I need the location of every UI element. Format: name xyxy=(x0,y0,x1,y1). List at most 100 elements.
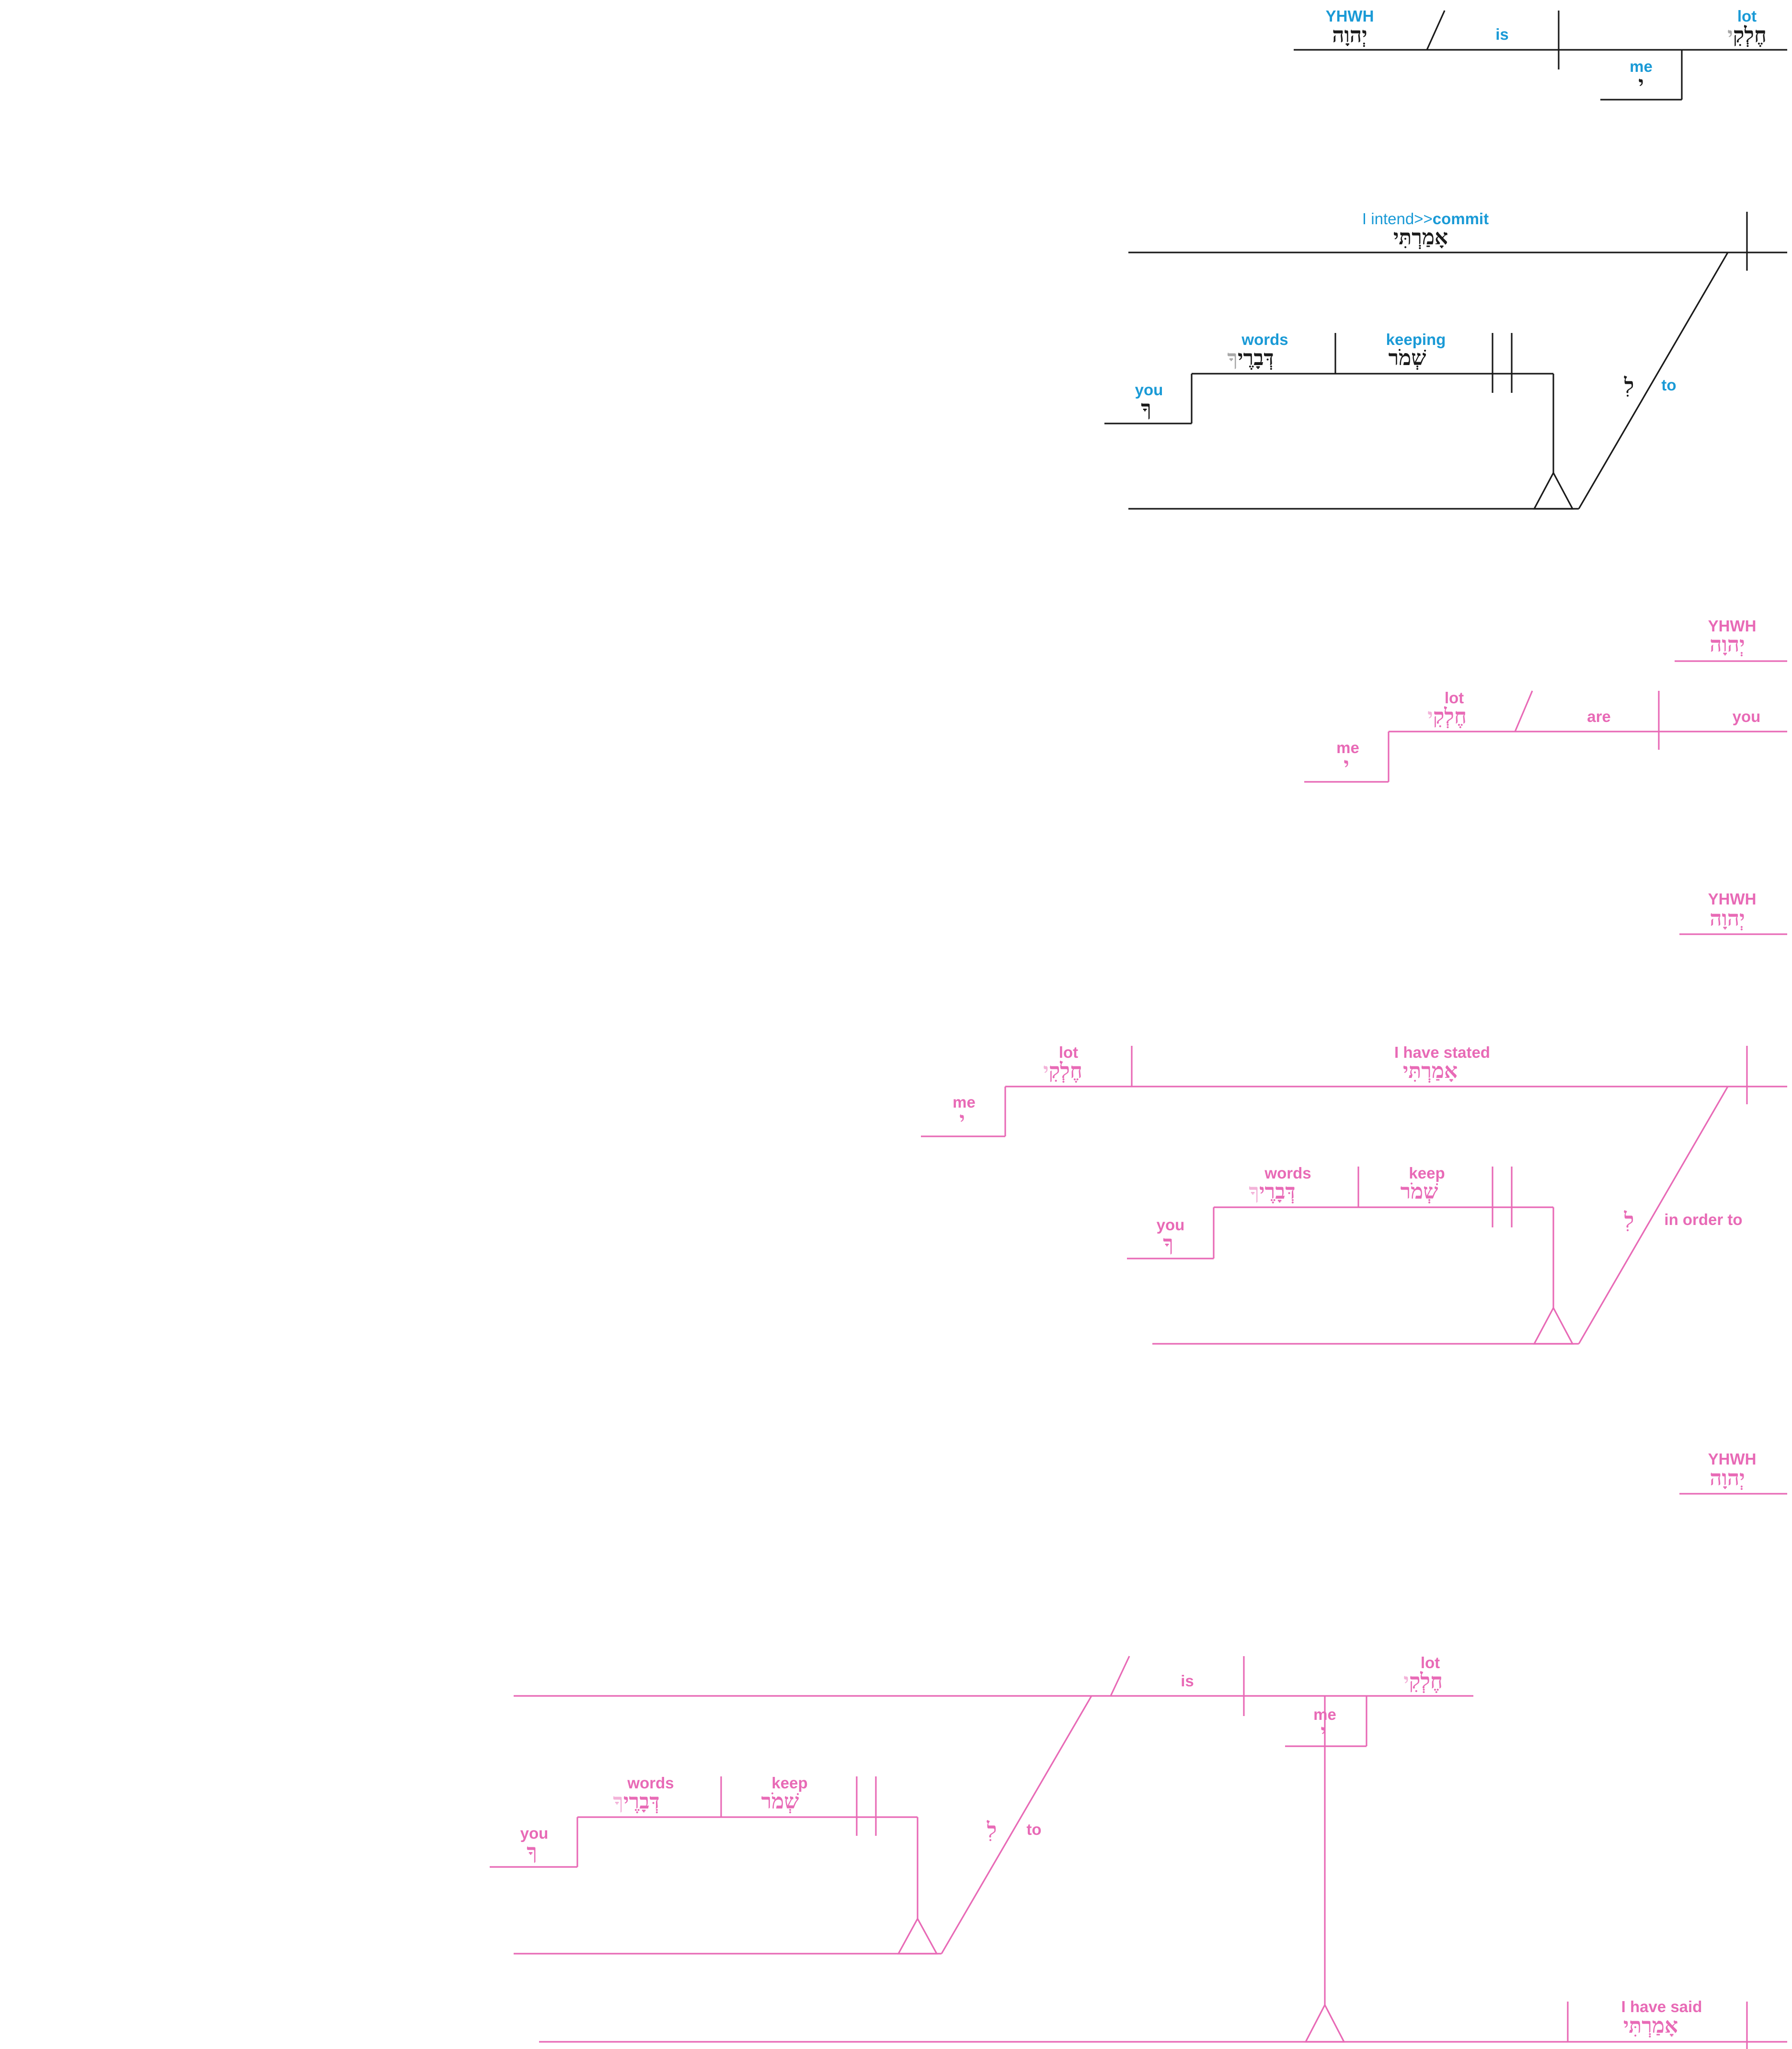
diagram-lines xyxy=(921,933,1787,1345)
hebrew-stem: דְּבָרֶי xyxy=(623,1789,660,1814)
gloss: to xyxy=(1661,376,1676,394)
word-you: you xyxy=(1733,708,1761,725)
word-me: me י xyxy=(953,1093,976,1132)
hebrew: שְׁמֹר xyxy=(761,1789,799,1814)
hebrew-suffix: י xyxy=(1043,1059,1049,1083)
diagram-lines xyxy=(1104,212,1787,510)
hebrew: ךָ xyxy=(1163,1231,1173,1256)
hebrew: י xyxy=(1638,72,1644,96)
hebrew: י xyxy=(1344,753,1349,778)
word-lot: lot חֶלְקִי xyxy=(1427,689,1467,729)
hebrew: אָמַרְתִּי xyxy=(1623,2014,1678,2038)
hebrew-suffix: י xyxy=(1403,1669,1409,1694)
gloss: is xyxy=(1181,1672,1194,1690)
word-me: me י xyxy=(1313,1706,1336,1744)
hebrew-stem: חֶלְקִ xyxy=(1433,704,1467,729)
hebrew: אָמַרְתִּי xyxy=(1403,1059,1458,1083)
word-keeping: keeping שְׁמֹר xyxy=(1386,331,1446,370)
hebrew-suffix: ךָ xyxy=(1249,1179,1259,1204)
svg-text:חֶלְקִי: חֶלְקִי xyxy=(1403,1669,1443,1694)
gloss: commit xyxy=(1433,210,1489,228)
gloss: keep xyxy=(771,1774,807,1792)
gloss: me xyxy=(953,1093,976,1111)
diagram-2: I intend>>commit אָמַרְתִּי words דְּבָר… xyxy=(1104,210,1787,510)
hebrew-suffix: ךָ xyxy=(613,1789,623,1814)
hebrew: י xyxy=(959,1108,965,1132)
svg-text:דְּבָרֶיךָ: דְּבָרֶיךָ xyxy=(1227,346,1274,370)
word-yhwh: YHWH יְהוָה xyxy=(1326,7,1374,47)
gloss: keeping xyxy=(1386,331,1446,348)
word-is: is xyxy=(1181,1672,1194,1690)
gloss: lot xyxy=(1059,1043,1078,1061)
svg-text:I intend>>commit: I intend>>commit xyxy=(1362,210,1489,228)
hebrew-stem: חֶלְקִ xyxy=(1049,1059,1082,1083)
hebrew: שְׁמֹר xyxy=(1401,1179,1438,1204)
hebrew: לִ xyxy=(1624,1208,1634,1233)
word-lot: lot חֶלְקִי xyxy=(1727,7,1767,47)
diagram-3: YHWH יְהוָה lot חֶלְקִי are you me י xyxy=(1304,617,1787,783)
gloss: me xyxy=(1336,739,1359,756)
hebrew: לִ xyxy=(1624,374,1634,398)
hebrew-stem: חֶלְקִ xyxy=(1733,23,1767,47)
gloss: is xyxy=(1495,25,1509,43)
gloss: keep xyxy=(1409,1164,1445,1182)
word-words: words דְּבָרֶיךָ xyxy=(1249,1164,1311,1204)
word-yhwh: YHWH יְהוָה xyxy=(1708,1450,1757,1490)
hebrew: אָמַרְתִּי xyxy=(1393,225,1448,250)
gloss: YHWH xyxy=(1708,890,1757,908)
hebrew: יְהוָה xyxy=(1710,1466,1745,1490)
hebrew-stem: דְּבָרֶי xyxy=(1259,1179,1296,1204)
gloss: me xyxy=(1313,1706,1336,1723)
word-keep: keep שְׁמֹר xyxy=(1401,1164,1445,1204)
svg-text:חֶלְקִי: חֶלְקִי xyxy=(1427,704,1467,729)
word-words: words דְּבָרֶיךָ xyxy=(613,1774,674,1814)
hebrew: ךָ xyxy=(527,1840,537,1864)
gloss: YHWH xyxy=(1708,617,1757,635)
hebrew-stem: חֶלְקִ xyxy=(1409,1669,1443,1694)
gloss: are xyxy=(1587,708,1611,725)
word-commit: I intend>>commit אָמַרְתִּי xyxy=(1362,210,1489,250)
gloss: to xyxy=(1026,1820,1041,1838)
hebrew-suffix: ךָ xyxy=(1227,346,1238,370)
word-lot: lot חֶלְקִי xyxy=(1043,1043,1082,1083)
gloss: I have stated xyxy=(1394,1043,1490,1061)
gloss: lot xyxy=(1445,689,1464,707)
word-to: לִ to xyxy=(1624,374,1677,398)
hebrew-stem: דְּבָרֶי xyxy=(1238,346,1274,370)
gloss: words xyxy=(1264,1164,1311,1182)
gloss: lot xyxy=(1421,1654,1440,1671)
hebrew: יְהוָה xyxy=(1332,23,1367,47)
gloss: I have said xyxy=(1621,1998,1702,2015)
hebrew: שְׁמֹר xyxy=(1389,346,1426,370)
gloss: you xyxy=(1157,1216,1185,1234)
svg-text:דְּבָרֶיךָ: דְּבָרֶיךָ xyxy=(613,1789,659,1814)
gloss: you xyxy=(1733,708,1761,725)
word-lot: lot חֶלְקִי xyxy=(1403,1654,1443,1694)
word-are: are xyxy=(1587,708,1611,725)
svg-text:דְּבָרֶיךָ: דְּבָרֶיךָ xyxy=(1249,1179,1295,1204)
hebrew: ךָ xyxy=(1141,396,1151,421)
diagram-lines xyxy=(1294,10,1787,101)
hebrew: יְהוָה xyxy=(1710,632,1745,657)
gloss: lot xyxy=(1737,7,1757,25)
word-words: words דְּבָרֶיךָ xyxy=(1227,331,1288,370)
word-keep: keep שְׁמֹר xyxy=(761,1774,808,1814)
word-i-have-said: I have said אָמַרְתִּי xyxy=(1621,1998,1702,2038)
diagram-lines xyxy=(1304,660,1787,783)
hebrew: י xyxy=(1321,1720,1326,1744)
gloss: YHWH xyxy=(1326,7,1374,25)
word-you: you ךָ xyxy=(1157,1216,1185,1256)
gloss-prefix: I intend>> xyxy=(1362,210,1433,228)
diagram-4: YHWH יְהוָה lot חֶלְקִי I have stated אָ… xyxy=(921,890,1787,1345)
diagram-1: YHWH יְהוָה is lot חֶלְקִי me י xyxy=(1294,7,1787,101)
gloss: in order to xyxy=(1664,1211,1742,1228)
gloss: words xyxy=(1241,331,1288,348)
word-me: me י xyxy=(1630,57,1653,96)
word-you: you ךָ xyxy=(520,1824,549,1864)
hebrew-suffix: י xyxy=(1427,704,1433,729)
svg-text:חֶלְקִי: חֶלְקִי xyxy=(1727,23,1767,47)
word-i-have-stated: I have stated אָמַרְתִּי xyxy=(1394,1043,1490,1083)
word-in-order-to: לִ in order to xyxy=(1624,1208,1743,1233)
gloss: you xyxy=(520,1824,549,1842)
